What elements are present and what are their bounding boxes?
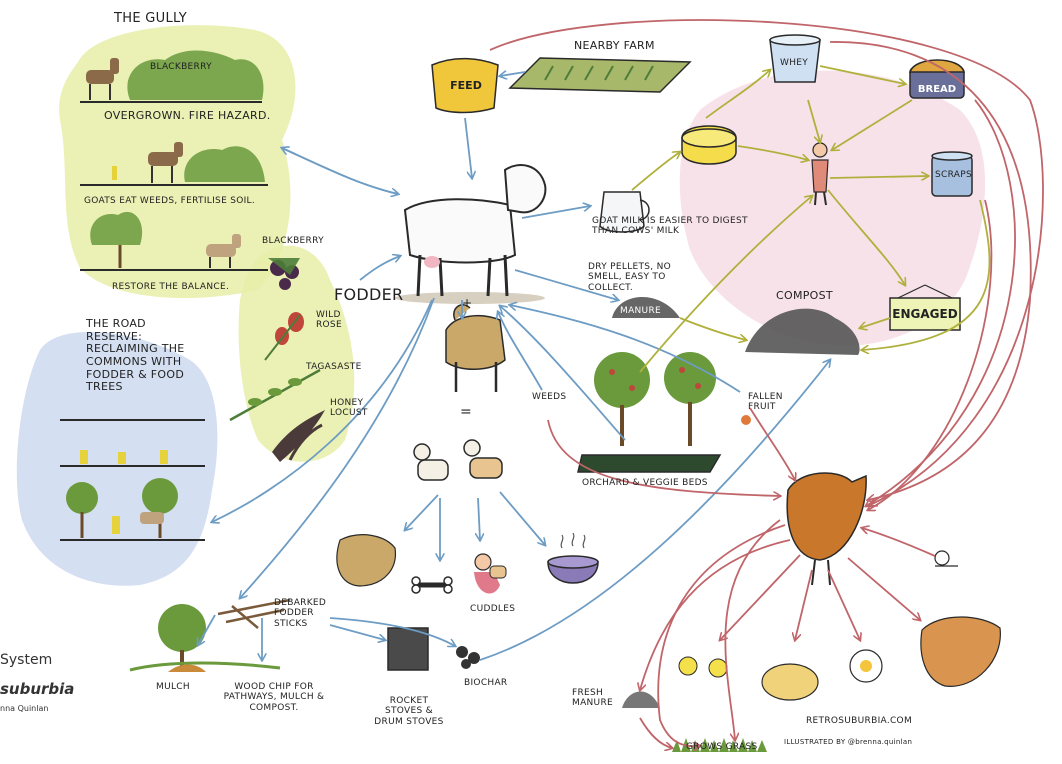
- gully-goats-eating-scene: [80, 142, 268, 186]
- chicks-illustration: [678, 656, 728, 678]
- baby-goats-illustration: [413, 439, 503, 481]
- whey-label: WHEY: [780, 58, 809, 68]
- nearby-farm-label: NEARBY FARM: [574, 39, 655, 52]
- manure-pile-illustration: [612, 296, 680, 318]
- gully-restored-scene: [80, 211, 268, 271]
- bone-illustration: [411, 576, 453, 594]
- cuddles-illustration: [474, 553, 507, 594]
- orchard-label: ORCHARD & VEGGIE BEDS: [582, 478, 708, 488]
- hen-illustration: [786, 472, 867, 586]
- cheese-illustration: [681, 125, 737, 165]
- illustrator-credit: ILLUSTRATED BY @brenna.quinlan: [784, 738, 913, 746]
- rocket-stove-illustration: [387, 627, 429, 671]
- fodder-plants-blob: [238, 245, 355, 462]
- mulch-tree-illustration: [129, 604, 281, 672]
- plus-sign: +: [462, 296, 472, 310]
- fodder-label: FODDER: [334, 285, 404, 304]
- weeds-label: WEEDS: [532, 392, 567, 402]
- compost-pile-illustration: [745, 308, 860, 355]
- wild-rose-illustration: [264, 312, 304, 361]
- equals-sign: =: [460, 404, 472, 420]
- grows-grass-label: GROWS GRASS: [686, 742, 758, 752]
- gully-title: THE GULLY: [114, 11, 188, 26]
- fresh-manure-label: FRESH MANURE: [572, 688, 613, 709]
- tagasaste-label: TAGASASTE: [306, 362, 362, 372]
- bread-label: BREAD: [917, 83, 957, 95]
- road-reserve-blob: [16, 331, 218, 586]
- gully-overgrown-scene: [80, 50, 264, 103]
- orchard-illustration: [577, 352, 722, 473]
- person-illustration: [811, 142, 829, 206]
- gully-caption-goats-eat: GOATS EAT WEEDS, FERTILISE SOIL.: [84, 196, 256, 206]
- feed-label: FEED: [450, 78, 482, 92]
- wood-chip-label: WOOD CHIP FOR PATHWAYS, MULCH & COMPOST.: [223, 682, 325, 713]
- fried-egg-illustration: [849, 649, 883, 683]
- wild-rose-label: WILD ROSE: [316, 310, 342, 331]
- fallen-fruit-label: FALLEN FRUIT: [748, 392, 783, 413]
- blackberry-plant-illustration: [268, 258, 300, 290]
- tagasaste-illustration: [229, 368, 321, 422]
- biochar-label: BIOCHAR: [464, 678, 508, 688]
- fresh-manure-illustration: [622, 691, 660, 708]
- fallen-fruit-illustration: [741, 415, 751, 425]
- road-reserve-illustration: [60, 419, 205, 541]
- engaged-label: ENGAGED: [892, 307, 958, 321]
- red-arrows: [489, 19, 1044, 748]
- blue-arrows: [198, 72, 830, 660]
- road-reserve-caption: THE ROAD RESERVE: RECLAIMING THE COMMONS…: [86, 317, 185, 394]
- scraps-jar-illustration: [931, 151, 973, 197]
- fodder-sticks-illustration: [217, 598, 291, 629]
- nearby-farm-illustration: [508, 57, 692, 93]
- gully-caption-restore: RESTORE THE BALANCE.: [112, 282, 230, 292]
- household-blob: [679, 70, 986, 346]
- honey-locust-label: HONEY LOCUST: [330, 398, 368, 419]
- gully-blackberry-label: BLACKBERRY: [150, 62, 212, 72]
- debarked-sticks-label: DEBARKED FODDER STICKS: [274, 598, 327, 629]
- snail-illustration: [934, 550, 958, 567]
- milk-jug-illustration: [599, 191, 650, 233]
- site-credit: RETROSUBURBIA.COM: [806, 716, 913, 726]
- compost-label: COMPOST: [776, 289, 833, 302]
- cuddles-label: CUDDLES: [470, 604, 516, 614]
- mulch-label: MULCH: [156, 682, 190, 692]
- shaggy-goat-illustration: [445, 304, 506, 392]
- biochar-illustration: [456, 646, 480, 669]
- feed-bag-illustration: [431, 57, 499, 114]
- goat-hide-illustration: [336, 534, 397, 587]
- caption-line-1: System: [0, 652, 53, 668]
- goat-milk-caption: GOAT MILK IS EASIER TO DIGEST THAN COWS'…: [592, 216, 748, 237]
- caption-line-3: nna Quinlan: [0, 704, 49, 713]
- cooking-pot-illustration: [547, 532, 599, 584]
- honey-locust-pod-illustration: [272, 410, 325, 462]
- scraps-label: SCRAPS: [935, 170, 972, 180]
- whey-bucket-illustration: [769, 34, 821, 83]
- roast-chicken-illustration: [761, 663, 819, 701]
- rocket-stoves-label: ROCKET STOVES & DRUM STOVES: [374, 696, 444, 727]
- caption-line-2: suburbia: [0, 680, 75, 698]
- manure-label: MANURE: [620, 306, 661, 316]
- blackberry-label: BLACKBERRY: [262, 236, 324, 246]
- olive-arrows: [631, 65, 991, 373]
- central-goat-illustration: [395, 164, 547, 304]
- dry-pellets-caption: DRY PELLETS, NO SMELL, EASY TO COLLECT.: [588, 262, 672, 293]
- engaged-sign-illustration: [889, 284, 961, 331]
- gully-caption-overgrown: OVERGROWN. FIRE HAZARD.: [104, 109, 271, 122]
- second-hen-illustration: [920, 616, 1001, 687]
